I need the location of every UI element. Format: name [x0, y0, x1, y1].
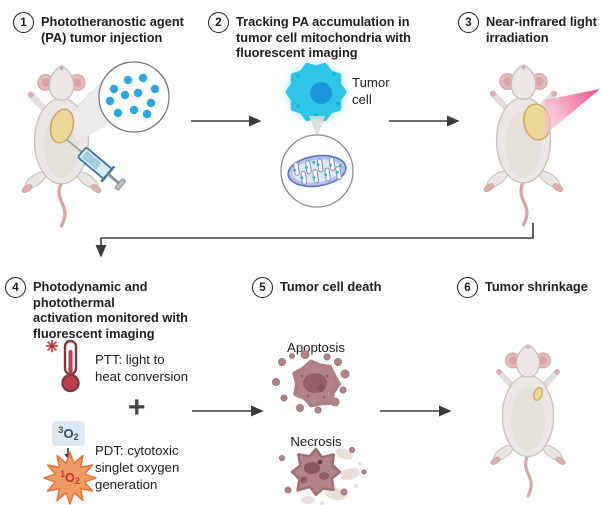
mouse-icon [21, 66, 102, 226]
step-6-header: 6 Tumor shrinkage [457, 277, 588, 298]
singlet-oxygen-burst-icon [43, 451, 97, 505]
irradiation-scene [455, 56, 600, 230]
step-2-title: Tracking PA accumulation in tumor cell m… [236, 14, 411, 61]
step-5-header: 5 Tumor cell death [252, 277, 381, 298]
necrosis-patches [300, 459, 329, 484]
step-2-number: 2 [208, 12, 229, 33]
cell-speckles [296, 72, 340, 117]
tumor-cell-scene [280, 62, 354, 208]
step-3-title: Near-infrared light irradiation [486, 14, 597, 45]
pa-particles [105, 73, 160, 119]
step-1-number: 1 [13, 12, 34, 33]
tumor-shrinkage-scene [460, 338, 600, 505]
magnifier-cone [309, 116, 325, 137]
ptt-label: PTT: light to heat conversion [95, 352, 189, 385]
apoptosis-blebs [272, 350, 350, 414]
step-2-header: 2 Tracking PA accumulation in tumor cell… [208, 12, 426, 61]
step-3-header: 3 Near-infrared light irradiation [458, 12, 601, 45]
apoptosis-cell-icon [272, 350, 350, 414]
step-4-number: 4 [5, 277, 26, 298]
injection-scene [5, 61, 170, 230]
shrunken-tumor-icon [533, 387, 543, 401]
step-5-number: 5 [252, 277, 273, 298]
pdt-label: PDT: cytotoxic singlet oxygen generation [95, 443, 180, 493]
step-5-title: Tumor cell death [280, 279, 382, 294]
step-4-header: 4 Photodynamic and photothermal activati… [5, 277, 228, 341]
mouse-icon [483, 65, 564, 225]
thermometer-icon [61, 339, 80, 393]
mito-dots [293, 160, 342, 180]
nir-laser-beam-icon [545, 89, 600, 135]
singlet-oxygen-sup: 1 [60, 469, 66, 479]
triplet-oxygen-sup: 3 [58, 424, 64, 435]
sparkle-center [49, 343, 55, 349]
step-6-title: Tumor shrinkage [485, 279, 588, 294]
necrosis-label: Necrosis [290, 434, 342, 449]
mitochondria-icon [287, 154, 347, 188]
step-1-header: 1 Phototheranostic agent (PA) tumor inje… [13, 12, 211, 45]
step-4-title: Photodynamic and photothermal activation… [33, 279, 188, 341]
singlet-oxygen-sub: 2 [74, 476, 80, 486]
tumor-cell-label: Tumor cell [352, 75, 390, 108]
step-3-number: 3 [458, 12, 479, 33]
apoptosis-label: Apoptosis [287, 340, 345, 355]
necrosis-fragments [279, 447, 367, 496]
ptt-icon-group [45, 339, 80, 393]
syringe-icon [65, 138, 126, 191]
necrosis-cell-icon [279, 447, 367, 505]
mouse-icon [489, 345, 566, 496]
cell-nucleus [310, 82, 332, 104]
step-6-number: 6 [457, 277, 478, 298]
triplet-oxygen-sub: 2 [73, 431, 79, 442]
apoptosis-specks [300, 374, 329, 399]
singlet-oxygen-symbol: O [65, 471, 75, 485]
tumor-icon [49, 108, 75, 144]
step-1-title: Phototheranostic agent (PA) tumor inject… [41, 14, 184, 45]
triplet-oxygen-symbol: O [63, 426, 74, 441]
plus-sign: + [128, 391, 146, 424]
